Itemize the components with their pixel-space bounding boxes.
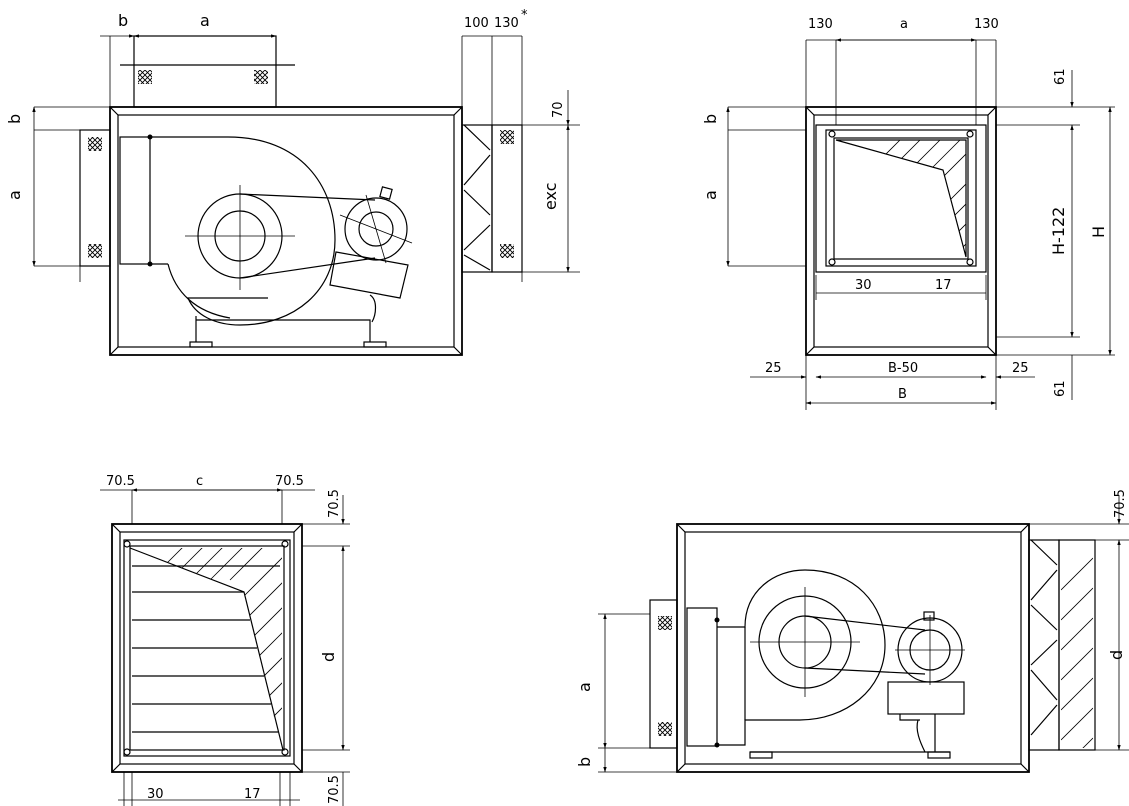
dim-a-front-left: a — [701, 190, 720, 200]
dim-b-front: b — [701, 114, 720, 124]
dim-a-side: a — [575, 682, 594, 692]
dim-17-front: 17 — [935, 278, 952, 293]
dim-b-side: b — [575, 757, 594, 767]
dim-b-50: B-50 — [888, 361, 918, 376]
view-side-bottom-right — [598, 495, 1129, 773]
dim-a-front: a — [900, 17, 908, 32]
dim-b-left: b — [5, 114, 24, 124]
dim-B: B — [898, 387, 907, 402]
dim-25-left: 25 — [765, 361, 782, 376]
dim-d-rear: d — [319, 652, 338, 662]
dim-70-5-top: 70.5 — [327, 489, 342, 518]
dim-h-122: H-122 — [1049, 207, 1068, 255]
dim-25-right: 25 — [1012, 361, 1029, 376]
dim-exc: exc — [541, 182, 560, 210]
dim-c: c — [196, 474, 203, 489]
dim-17-rear: 17 — [244, 787, 261, 802]
dim-130-left: 130 — [808, 17, 833, 32]
dim-70-5-left: 70.5 — [106, 474, 135, 489]
dim-70-5-side: 70.5 — [1113, 489, 1128, 518]
dim-30-rear: 30 — [147, 787, 164, 802]
view-side-top-left — [32, 34, 580, 356]
dim-d-side: d — [1107, 650, 1126, 660]
dim-star: * — [521, 8, 528, 23]
dim-130-right: 130 — [974, 17, 999, 32]
view-rear-bottom-left — [100, 488, 350, 806]
dim-61-top: 61 — [1053, 68, 1068, 85]
dim-70-5-right: 70.5 — [275, 474, 304, 489]
dim-a-left: a — [5, 190, 24, 200]
dim-130: 130 — [494, 16, 519, 31]
dim-a-top: a — [200, 11, 210, 30]
dim-h: H — [1089, 226, 1108, 238]
dim-100: 100 — [464, 16, 489, 31]
dim-70-5-bottom: 70.5 — [327, 775, 342, 804]
dim-70: 70 — [551, 101, 566, 118]
dim-30-front: 30 — [855, 278, 872, 293]
dim-b-top: b — [118, 11, 128, 30]
dim-61-bottom: 61 — [1053, 380, 1068, 397]
